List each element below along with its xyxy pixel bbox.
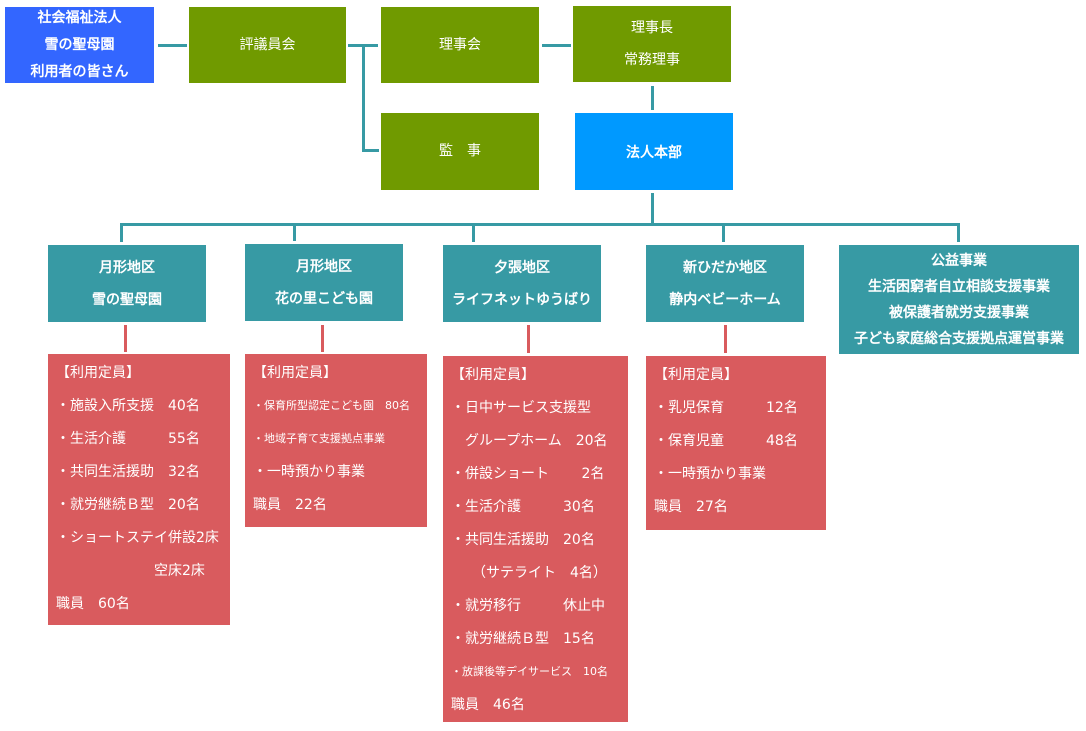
chairman-line: 理事長	[631, 20, 673, 36]
connector-capacity-3	[527, 325, 530, 353]
capacity-row: ・一時預かり事業	[654, 466, 766, 482]
capacity-header: 【利用定員】	[451, 367, 535, 383]
district-box-tsukigata-yukino: 月形地区 雪の聖母園	[48, 245, 206, 322]
public-service-item: 子ども家庭総合支援拠点運営事業	[854, 330, 1064, 347]
capacity-row: ・日中サービス支援型	[451, 400, 591, 416]
capacity-header: 【利用定員】	[253, 365, 337, 381]
connector-bus	[120, 223, 960, 226]
capacity-box-hananosato: 【利用定員】 ・保育所型認定こども園 80名 ・地域子育て支援拠点事業 ・一時預…	[245, 354, 427, 527]
capacity-row: ・一時預かり事業	[253, 464, 365, 480]
auditor-label: 監 事	[439, 143, 481, 159]
facility-name: ライフネットゆうばり	[452, 291, 592, 308]
staff-count: 職員 46名	[451, 697, 525, 713]
connector-district-4	[722, 223, 725, 242]
headquarters-box: 法人本部	[575, 113, 733, 190]
connector-district-2	[293, 223, 296, 241]
capacity-row: グループホーム 20名	[451, 433, 608, 449]
auditor-box: 監 事	[381, 113, 539, 190]
capacity-header: 【利用定員】	[56, 365, 140, 381]
board-box: 理事会	[381, 7, 539, 83]
capacity-row: ・保育児童 48名	[654, 433, 798, 449]
district-box-tsukigata-hananosato: 月形地区 花の里こども園	[245, 244, 403, 321]
connector-chairman-hq	[651, 86, 654, 110]
district-name: 夕張地区	[494, 259, 550, 276]
board-label: 理事会	[439, 36, 481, 53]
capacity-row: ・保育所型認定こども園 80名	[253, 399, 410, 412]
connector-corp-council	[158, 44, 187, 47]
connector-capacity-2	[321, 325, 324, 352]
capacity-row: ・放課後等デイサービス 10名	[451, 665, 608, 678]
capacity-box-yukino: 【利用定員】 ・施設入所支援 40名 ・生活介護 55名 ・共同生活援助 32名…	[48, 354, 230, 625]
facility-name: 雪の聖母園	[92, 291, 162, 308]
connector-council-auditor-vertical	[362, 44, 365, 151]
corporation-line: 雪の聖母園	[44, 36, 115, 53]
chairman-box: 理事長 常務理事	[573, 6, 731, 82]
district-name: 月形地区	[296, 258, 352, 275]
corporation-line: 利用者の皆さん	[30, 63, 129, 80]
capacity-row: （サテライト 4名）	[451, 565, 607, 581]
staff-count: 職員 22名	[253, 497, 327, 513]
capacity-box-yubari: 【利用定員】 ・日中サービス支援型 グループホーム 20名 ・併設ショート 2名…	[443, 356, 628, 722]
district-name: 月形地区	[99, 259, 155, 276]
capacity-row: 空床2床	[56, 563, 205, 579]
connector-capacity-1	[124, 325, 127, 352]
council-box: 評議員会	[189, 7, 346, 83]
connector-council-auditor	[362, 149, 379, 152]
capacity-row: ・地域子育て支援拠点事業	[253, 432, 385, 445]
capacity-row: ・施設入所支援 40名	[56, 398, 200, 414]
connector-board-chairman	[542, 44, 571, 47]
public-service-box: 公益事業 生活困窮者自立相談支援事業 被保護者就労支援事業 子ども家庭総合支援拠…	[839, 245, 1079, 354]
public-service-item: 被保護者就労支援事業	[889, 304, 1029, 321]
headquarters-label: 法人本部	[626, 144, 682, 161]
capacity-row: ・併設ショート 2名	[451, 466, 605, 482]
capacity-row: ・共同生活援助 32名	[56, 464, 200, 480]
chairman-line: 常務理事	[624, 52, 680, 68]
connector-hq-bus	[651, 193, 654, 225]
district-name: 新ひだか地区	[683, 259, 767, 276]
capacity-row: ・就労継続Ｂ型 20名	[56, 497, 200, 513]
capacity-header: 【利用定員】	[654, 367, 738, 383]
connector-district-1	[120, 223, 123, 242]
capacity-row: ・ショートステイ併設2床	[56, 530, 219, 546]
public-service-item: 生活困窮者自立相談支援事業	[868, 278, 1050, 295]
capacity-row: ・就労移行 休止中	[451, 598, 605, 614]
capacity-row: ・共同生活援助 20名	[451, 532, 595, 548]
staff-count: 職員 60名	[56, 596, 130, 612]
district-box-yubari: 夕張地区 ライフネットゆうばり	[443, 245, 601, 322]
capacity-row: ・生活介護 55名	[56, 431, 200, 447]
corporation-line: 社会福祉法人	[37, 9, 122, 26]
capacity-row: ・生活介護 30名	[451, 499, 595, 515]
connector-district-5	[957, 223, 960, 242]
corporation-box: 社会福祉法人 雪の聖母園 利用者の皆さん	[5, 7, 154, 83]
staff-count: 職員 27名	[654, 499, 728, 515]
public-service-title: 公益事業	[931, 252, 987, 269]
capacity-box-shizunai: 【利用定員】 ・乳児保育 12名 ・保育児童 48名 ・一時預かり事業 職員 2…	[646, 356, 826, 530]
connector-capacity-4	[724, 325, 727, 353]
connector-district-3	[472, 223, 475, 242]
capacity-row: ・乳児保育 12名	[654, 400, 798, 416]
district-box-shinhidaka: 新ひだか地区 静内ベビーホーム	[646, 245, 804, 322]
facility-name: 花の里こども園	[275, 290, 373, 307]
capacity-row: ・就労継続Ｂ型 15名	[451, 631, 595, 647]
facility-name: 静内ベビーホーム	[669, 291, 781, 308]
council-label: 評議員会	[239, 36, 296, 53]
